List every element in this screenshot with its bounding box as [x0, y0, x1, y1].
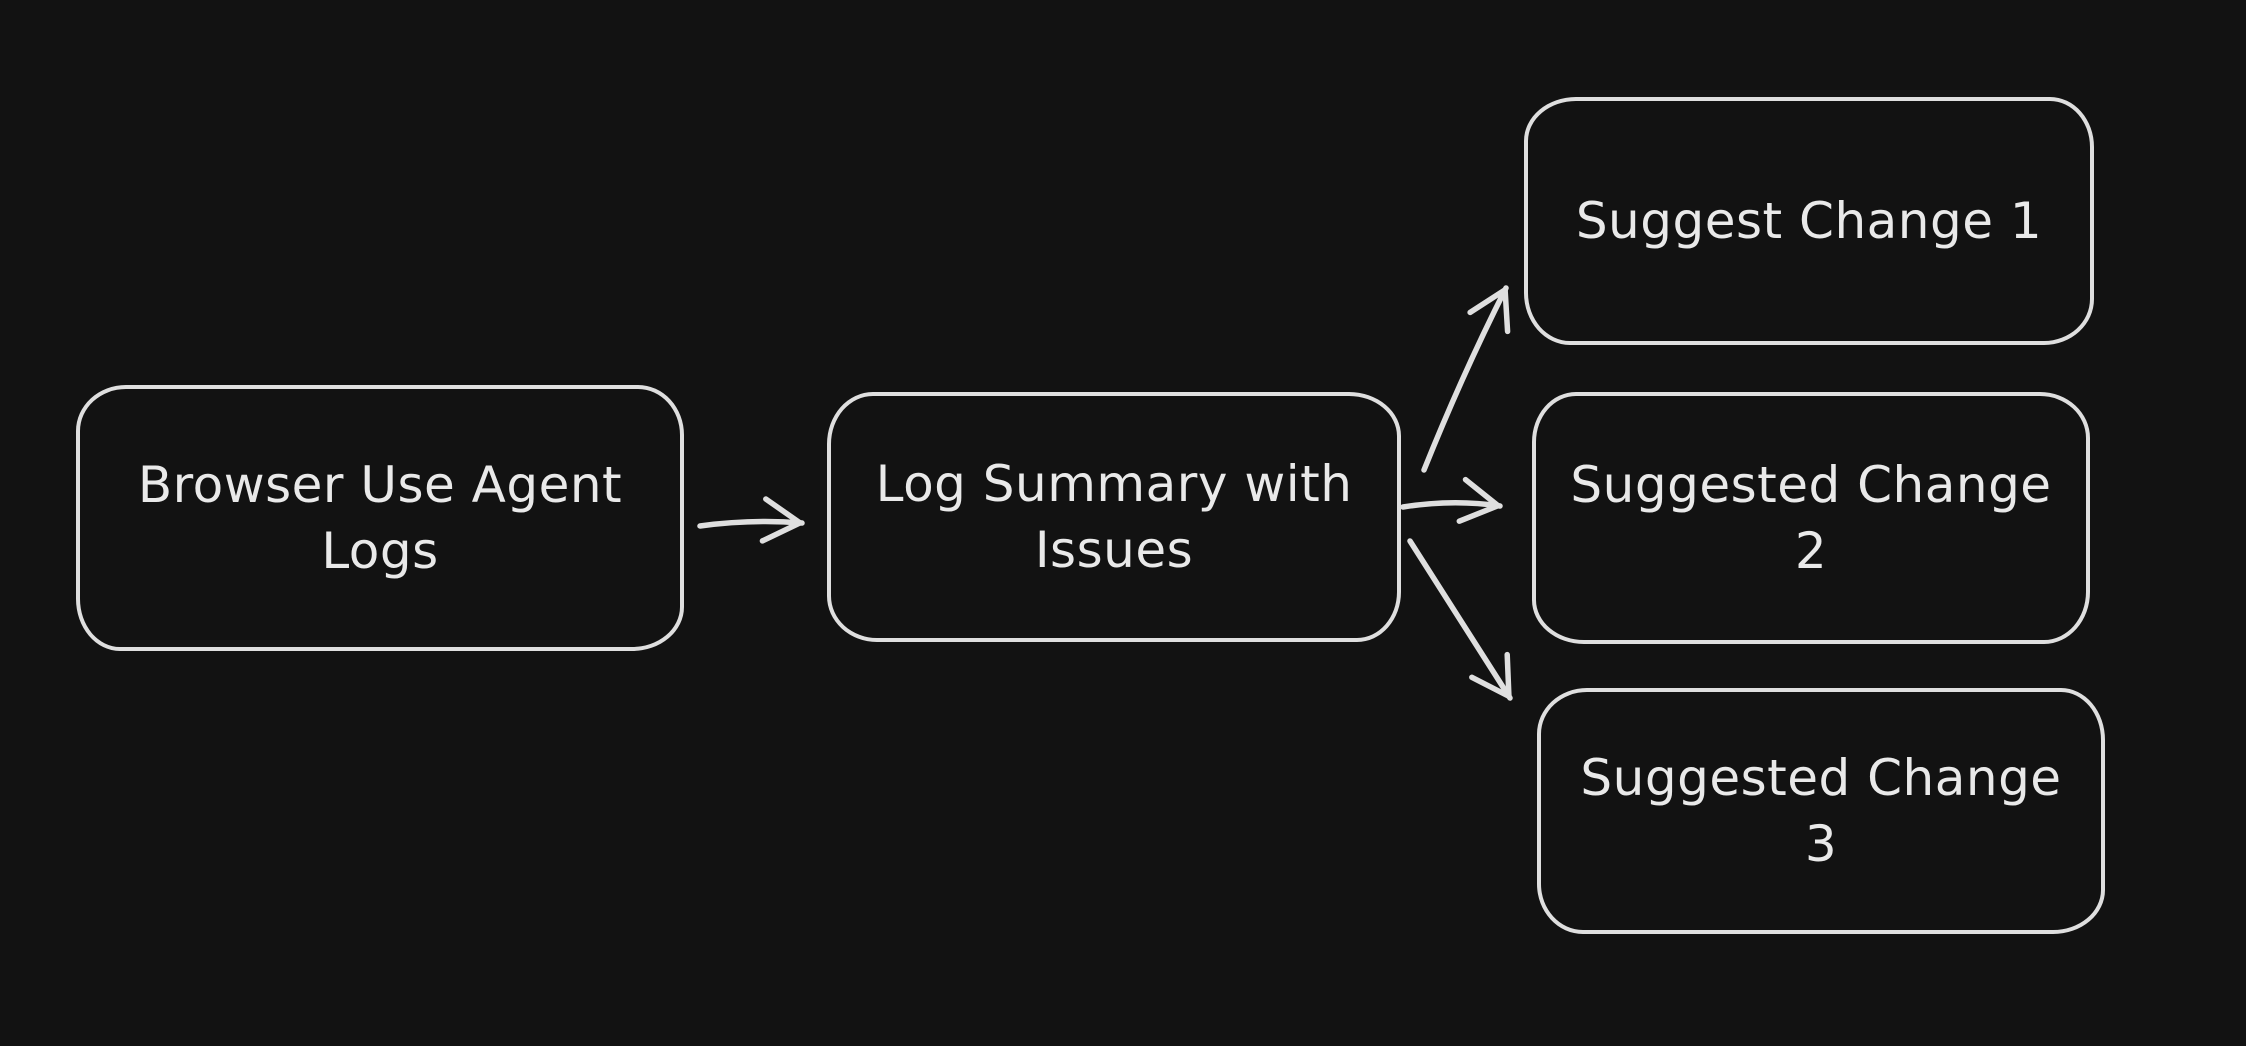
node-log-summary-with-issues: Log Summary with Issues: [827, 392, 1401, 642]
edge-logs-to-summary: [697, 496, 805, 544]
node-label: Suggested Change 3: [1580, 749, 2062, 873]
edge-summary-to-change2: [1400, 476, 1503, 524]
node-suggested-change-3: Suggested Change 3: [1537, 688, 2105, 934]
node-label: Browser Use Agent Logs: [137, 456, 623, 580]
node-suggest-change-1: Suggest Change 1: [1524, 97, 2094, 345]
node-browser-use-agent-logs: Browser Use Agent Logs: [76, 385, 684, 651]
node-label: Suggested Change 2: [1570, 456, 2052, 580]
edge-summary-to-change3: [1407, 538, 1513, 701]
node-label: Suggest Change 1: [1575, 192, 2043, 250]
node-label: Log Summary with Issues: [875, 455, 1353, 579]
edge-summary-to-change1: [1421, 285, 1511, 473]
node-suggested-change-2: Suggested Change 2: [1532, 392, 2090, 644]
